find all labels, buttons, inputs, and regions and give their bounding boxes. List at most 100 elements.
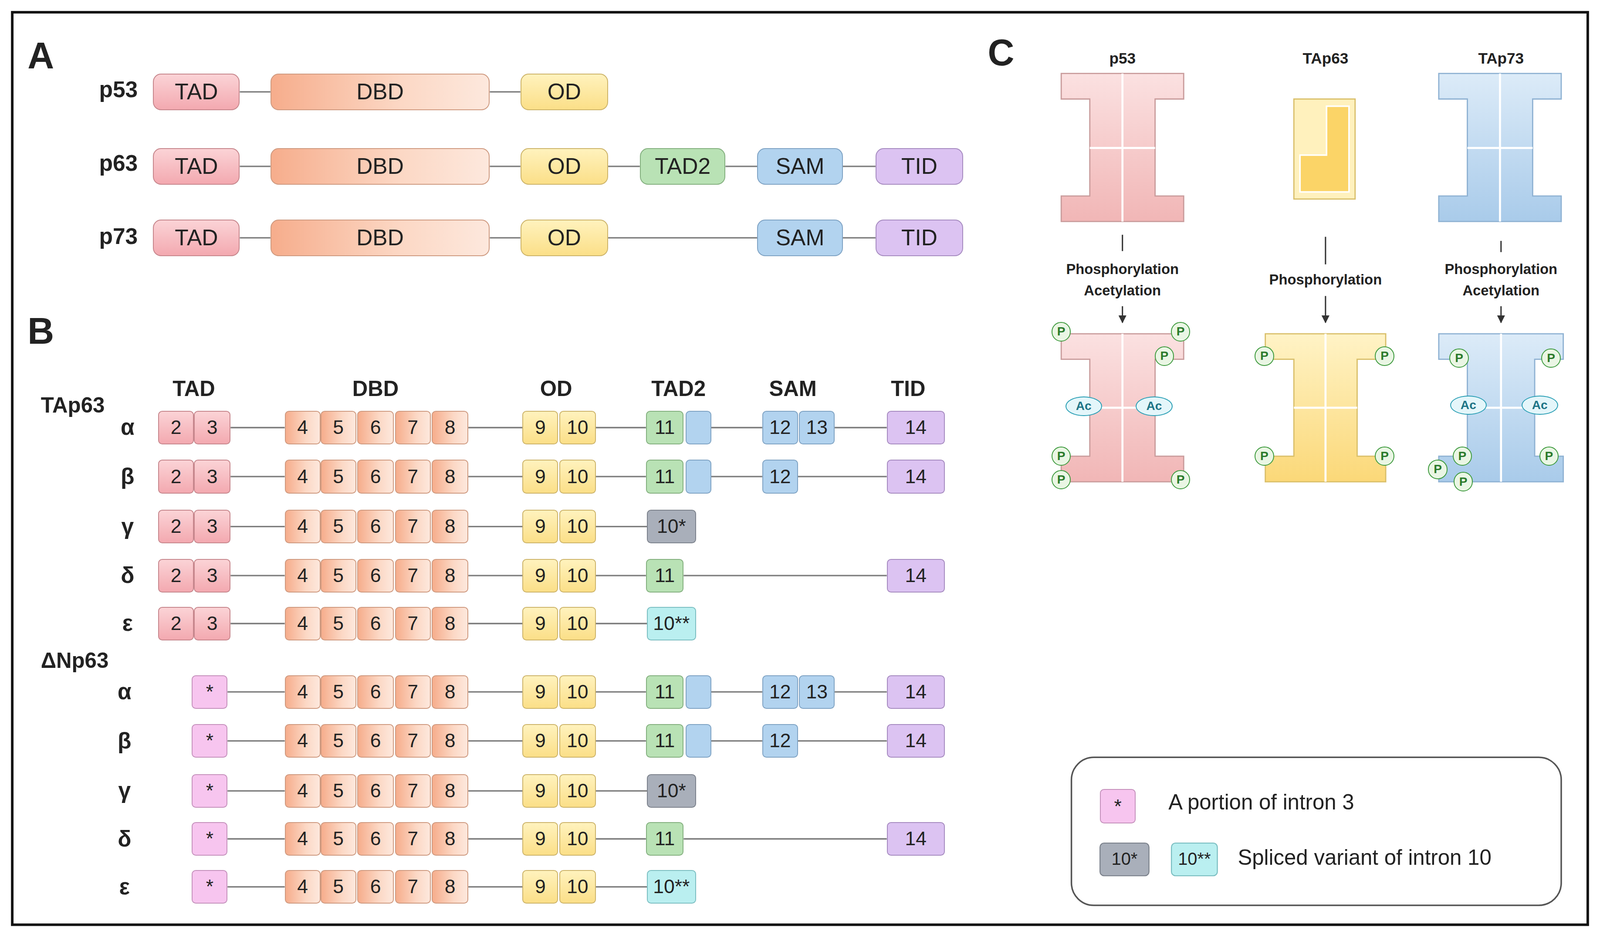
exon-number: 14 [905, 682, 927, 702]
phosphate-circle: P [1541, 348, 1561, 369]
connector-line [468, 691, 523, 693]
modification-mark: P [1380, 449, 1389, 463]
exon-box: 5 [320, 774, 357, 808]
exon-box: 11 [646, 723, 712, 758]
connector-line [798, 475, 887, 477]
exon-number: 8 [444, 828, 456, 849]
exon-number: 7 [407, 565, 419, 586]
exon-box: 2 [158, 509, 194, 544]
exon-box: 4 [284, 821, 321, 856]
connector-line [595, 838, 647, 840]
exon-number: 13 [805, 417, 828, 438]
exon-box-part: 11 [646, 459, 684, 494]
exon-box: 10 [559, 675, 596, 709]
exon-box: 10 [559, 509, 596, 544]
exon-box: 11 [646, 821, 684, 856]
exon-number: 5 [332, 613, 344, 634]
domain-header: SAM [768, 375, 817, 402]
domain-box: DBD [270, 219, 491, 257]
modification-mark: P [1057, 473, 1066, 486]
exon-number: 10* [656, 781, 687, 801]
exon-box: 8 [431, 821, 469, 856]
protein-name: p73 [98, 223, 138, 251]
isoform-letter: δ [117, 825, 132, 853]
exon-number: 10 [566, 613, 589, 634]
exon-number: 4 [297, 828, 308, 849]
domain-box: TAD2 [639, 148, 726, 185]
exon-box: 8 [431, 509, 469, 544]
tap63-closed-dimer [1293, 98, 1356, 200]
exon-number: 12 [769, 682, 792, 702]
exon-box: 9 [522, 821, 559, 856]
exon-box: 4 [284, 410, 321, 445]
exon-number: 7 [407, 730, 419, 751]
exon-number: 4 [297, 781, 308, 801]
exon-box: 6 [357, 410, 394, 445]
p53-tetramer [1061, 73, 1184, 222]
exon-box: 7 [395, 459, 431, 494]
domain-box: SAM [757, 148, 843, 185]
exon-box: 2 [158, 558, 194, 593]
exon-box: 5 [320, 869, 357, 904]
exon-box: 5 [320, 459, 357, 494]
exon-box: 9 [522, 410, 559, 445]
arrow-stem [1121, 234, 1124, 251]
connector-line [711, 475, 763, 477]
exon-box: 10* [646, 509, 696, 544]
modification-mark: P [1457, 449, 1467, 463]
connector-line [595, 691, 647, 693]
phosphate-circle: P [1374, 446, 1395, 467]
exon-number: 10 [566, 516, 589, 537]
modification-label: Phosphorylation Acetylation [1065, 258, 1179, 302]
exon-number: 8 [444, 417, 456, 438]
exon-box: 8 [431, 723, 469, 758]
exon-number: 9 [534, 466, 546, 487]
exon-box: 14 [886, 558, 946, 593]
exon-box: 12 [762, 410, 799, 445]
exon-number: 6 [370, 516, 382, 537]
swatch-text: * [1114, 794, 1122, 818]
connector-line [468, 790, 523, 792]
exon-number: 10 [566, 682, 589, 702]
exon-box: 5 [320, 558, 357, 593]
isoform-letter: γ [118, 777, 131, 805]
exon-box: 6 [357, 558, 394, 593]
exon-box: 5 [320, 675, 357, 709]
domain-box: OD [520, 219, 609, 257]
exon-number: 7 [407, 781, 419, 801]
modification-mark: P [1160, 349, 1169, 362]
exon-number: 2 [170, 516, 182, 537]
exon-box: 6 [357, 459, 394, 494]
exon-number: 7 [407, 417, 419, 438]
domain-box: TID [875, 148, 964, 185]
exon-number: 6 [370, 466, 382, 487]
isoform-letter: β [120, 463, 135, 491]
exon-number: 5 [332, 828, 344, 849]
exon-box: 6 [357, 821, 394, 856]
arrow-stem [1324, 236, 1327, 265]
isoform-letter: β [117, 727, 132, 755]
exon-box: 5 [320, 821, 357, 856]
exon-box: 11 [646, 675, 712, 709]
modification-mark: P [1057, 325, 1066, 338]
arrow [1121, 306, 1124, 323]
connector-line [230, 525, 285, 528]
domain-header: TID [890, 375, 926, 402]
phosphate-circle: P [1427, 459, 1448, 480]
modification-mark: P [1176, 325, 1185, 338]
tetramer-divider [1467, 73, 1533, 222]
swatch-text: 10** [1177, 848, 1211, 870]
domain-name: TAD [174, 155, 218, 178]
exon-box: 7 [395, 410, 431, 445]
domain-box: TAD [152, 219, 240, 257]
exon-number: 2 [170, 417, 182, 438]
exon-box: 3 [193, 459, 231, 494]
exon-box: 10* [646, 774, 696, 808]
modification-mark: Ac [1532, 399, 1548, 412]
exon-box-part: 11 [646, 723, 684, 758]
connector-line [834, 426, 887, 429]
exon-number: * [206, 682, 214, 702]
modification-mark: Ac [1146, 399, 1162, 413]
isoform-letter: α [120, 414, 135, 442]
exon-box: 4 [284, 606, 321, 641]
